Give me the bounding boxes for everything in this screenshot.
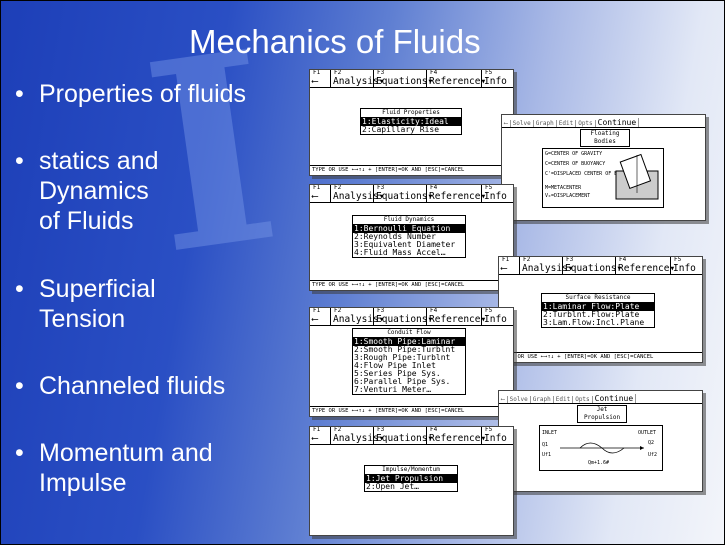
toolbar-f1[interactable]: F1⟵ (310, 308, 331, 325)
status-line: TYPE OR USE ←→↑↓ + [ENTER]=OK AND [ESC]=… (310, 406, 513, 416)
menu-item[interactable]: 1:Elasticity:Ideal (361, 118, 461, 126)
toolbar-f1[interactable]: F1⟵ (499, 257, 520, 274)
menu-item[interactable]: 2:Capillary Rise (362, 125, 440, 134)
toolbar-f1[interactable]: F1⟵ (310, 70, 331, 87)
menu-conduit-flow: Conduit Flow 1:Smooth Pipe:Laminar 2:Smo… (352, 328, 466, 395)
back-arrow-icon: ⟵ (312, 191, 318, 202)
back-arrow-icon[interactable]: ⟵ (502, 120, 511, 127)
menu-fluid-dynamics: Fluid Dynamics 1:Bernoulli Equation 2:Re… (352, 215, 466, 258)
status-line: TYPE OR USE ←→↑↓ + [ENTER]=OK AND [ESC]=… (499, 352, 702, 362)
toolbar-f1[interactable]: F1⟵ (310, 427, 331, 444)
menu-item[interactable]: 2:Reynolds Number (354, 232, 436, 241)
menu-item[interactable]: 2:Smooth Pipe:Turblnt (354, 345, 456, 354)
menu-item[interactable]: 5:Series Pipe Sys. (354, 369, 441, 378)
calc-screen-floating-bodies: ⟵ Solve Graph Edit Opts Continue Floatin… (501, 114, 706, 221)
status-line: TYPE OR USE ←→↑↓ + [ENTER]=OK AND [ESC]=… (310, 280, 513, 290)
menu-item[interactable]: 1:Smooth Pipe:Laminar (353, 338, 465, 346)
graph-toolbar: ⟵ Solve Graph Edit Opts Continue (502, 115, 705, 128)
menu-item[interactable]: 3:Lam.Flow:Incl.Plane (543, 318, 645, 327)
menu-item[interactable]: 7:Venturi Meter… (354, 385, 432, 394)
menu-fluid-properties: Fluid Properties 1:Elasticity:Ideal 2:Ca… (360, 108, 462, 135)
graph-toolbar: ⟵ Solve Graph Edit Opts Continue (499, 391, 702, 404)
back-arrow-icon[interactable]: ⟵ (499, 396, 508, 403)
continue-button[interactable]: Continue (596, 118, 640, 127)
back-arrow-icon: ⟵ (312, 76, 318, 87)
menu-item[interactable]: 1:Laminar Flow:Plate (542, 303, 654, 311)
calc-screen-jet-propulsion: ⟵ Solve Graph Edit Opts Continue Jet Pro… (498, 390, 703, 492)
back-arrow-icon: ⟵ (312, 314, 318, 325)
menu-item[interactable]: 1:Bernoulli Equation (353, 225, 465, 233)
toolbar-f1[interactable]: F1⟵ (310, 185, 331, 202)
menu-item[interactable]: 4:Fluid Mass Accel… (354, 248, 446, 257)
menu-item[interactable]: 4:Flow Pipe Inlet (354, 361, 436, 370)
menu-item[interactable]: 3:Rough Pipe:Turblnt (354, 353, 451, 362)
floating-body-diagram (615, 153, 659, 200)
back-arrow-icon: ⟵ (501, 263, 507, 274)
menu-item[interactable]: 6:Parallel Pipe Sys. (354, 377, 451, 386)
continue-button[interactable]: Continue (593, 394, 637, 403)
slide-title: Mechanics of Fluids (189, 23, 481, 60)
menu-item[interactable]: 2:Open Jet… (366, 482, 419, 491)
menu-item[interactable]: 3:Equivalent Diameter (354, 240, 456, 249)
diagram-box: G=CENTER OF GRAVITY C=CENTER OF BUOYANCY… (542, 148, 664, 208)
menu-item[interactable]: 2:Turblnt.Flow:Plate (543, 310, 640, 319)
status-line: TYPE OR USE ←→↑↓ + [ENTER]=OK AND [ESC]=… (310, 165, 513, 175)
menu-item[interactable]: 1:Jet Propulsion (365, 475, 457, 483)
jet-propulsion-diagram (560, 442, 644, 454)
back-arrow-icon: ⟵ (312, 433, 318, 444)
diagram-box: INLET OUTLET Q1 Q2 Uf1 Uf2 Qm+1.6# (539, 425, 663, 471)
menu-impulse-momentum: Impulse/Momentum 1:Jet Propulsion 2:Open… (364, 465, 458, 492)
menu-surface-resistance: Surface Resistance 1:Laminar Flow:Plate … (541, 293, 655, 328)
